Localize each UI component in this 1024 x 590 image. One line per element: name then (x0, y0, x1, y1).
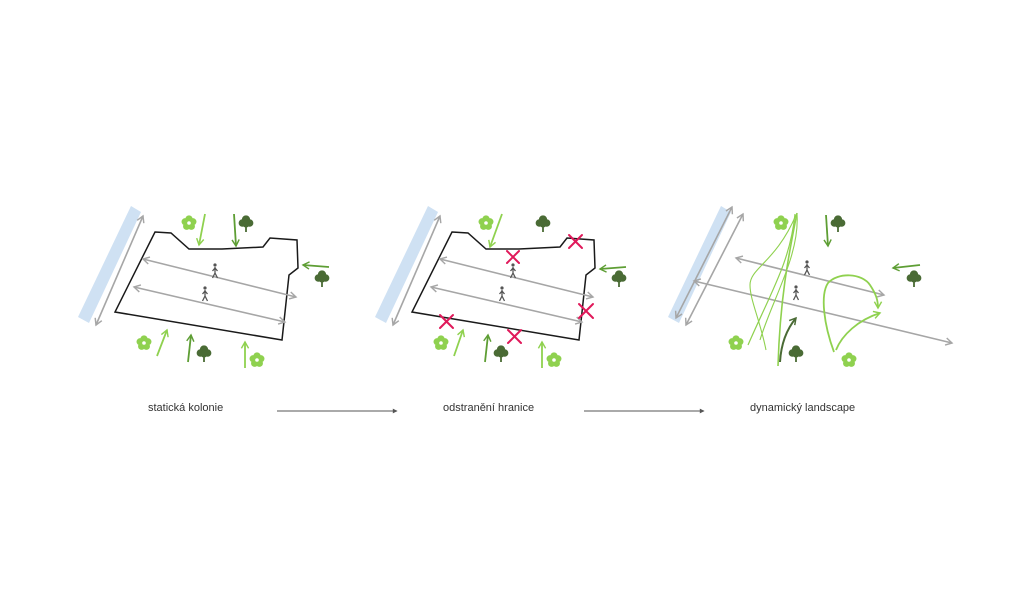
pedestrian-icon (201, 286, 209, 302)
path-arrow-lower (429, 284, 584, 325)
cross-mark-icon (578, 303, 594, 319)
dark-flow-arrow (779, 316, 797, 363)
green-arrow (488, 213, 503, 249)
cross-mark-icon (439, 314, 454, 329)
green-flow-line (749, 214, 797, 351)
green-arrow (598, 264, 627, 273)
tree-icon (314, 270, 330, 287)
cross-mark-icon (506, 250, 520, 264)
stage-static-colony (78, 206, 330, 368)
flower-icon (546, 352, 562, 367)
stage-remove-boundary (375, 206, 627, 368)
edge-arrow (674, 205, 734, 320)
pedestrian-icon (509, 263, 517, 279)
tree-icon (238, 215, 254, 232)
green-arrow (156, 328, 169, 357)
green-arrow (823, 214, 832, 248)
green-arrow (231, 213, 240, 248)
pedestrian-icon (211, 263, 219, 279)
path-arrow-upper (438, 256, 595, 300)
pedestrian-icon (498, 286, 506, 302)
tree-icon (535, 215, 551, 232)
cross-mark-icon (507, 329, 522, 344)
flower-icon (181, 215, 197, 230)
tree-icon (611, 270, 627, 287)
path-arrow-lower (132, 284, 287, 325)
tree-icon (830, 215, 846, 232)
tree-icon (906, 270, 922, 287)
flower-icon (773, 215, 789, 230)
flower-icon (478, 215, 494, 230)
tree-icon (196, 345, 212, 362)
green-arrow (891, 263, 921, 272)
green-arrow (301, 261, 330, 270)
colony-boundary (113, 231, 299, 341)
green-flow-line (759, 213, 798, 341)
flower-icon (136, 335, 152, 350)
caption-dynamic-landscape: dynamický landscape (750, 402, 856, 414)
green-arrow (186, 333, 195, 363)
path-arrow-upper (141, 256, 298, 300)
tree-icon (493, 345, 509, 362)
green-arrow (195, 213, 206, 247)
water-strip (78, 206, 141, 323)
stage-dynamic-landscape (668, 205, 954, 367)
green-flow-loop (822, 274, 883, 353)
flower-icon (249, 352, 265, 367)
green-arrow (453, 328, 466, 357)
pedestrian-icon (803, 260, 811, 276)
water-strip (375, 206, 438, 323)
flower-icon (728, 335, 744, 350)
cross-mark-icon (568, 234, 583, 249)
green-flow-line (747, 213, 796, 346)
caption-static-colony: statická kolonie (148, 402, 224, 414)
edge-arrow (94, 214, 145, 327)
path-arrow-upper (734, 255, 886, 298)
flower-icon (841, 352, 857, 367)
edge-arrow (391, 214, 442, 327)
flower-icon (433, 335, 449, 350)
path-arrow-long (692, 278, 954, 346)
pedestrian-icon (792, 285, 800, 301)
green-arrow (483, 333, 492, 363)
caption-remove-boundary: odstranění hranice (443, 402, 535, 414)
tree-icon (788, 345, 804, 362)
water-strip (668, 206, 731, 323)
green-flow-line (777, 212, 798, 367)
green-flow-loop (835, 310, 882, 351)
colony-boundary (410, 231, 596, 341)
